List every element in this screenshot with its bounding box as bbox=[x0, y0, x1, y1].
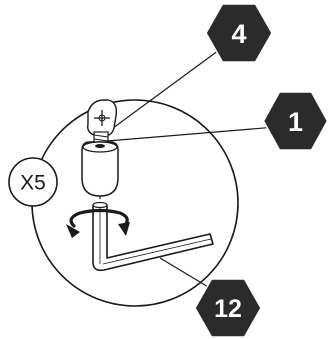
leader-line-part-1 bbox=[106, 125, 289, 142]
callout-label-4: 4 bbox=[231, 19, 246, 49]
callout-badge-4 bbox=[205, 3, 273, 63]
quantity-badge bbox=[8, 157, 58, 207]
quantity-label: X5 bbox=[20, 172, 46, 195]
callout-badge-12 bbox=[194, 278, 262, 338]
callout-label-12: 12 bbox=[214, 295, 242, 323]
callout-badge-1 bbox=[262, 91, 329, 151]
rotate-arrow-icon bbox=[66, 208, 130, 238]
callout-label-1: 1 bbox=[288, 107, 303, 137]
detail-magnifier-circle bbox=[31, 99, 239, 307]
cam-fitting-icon bbox=[81, 141, 119, 197]
